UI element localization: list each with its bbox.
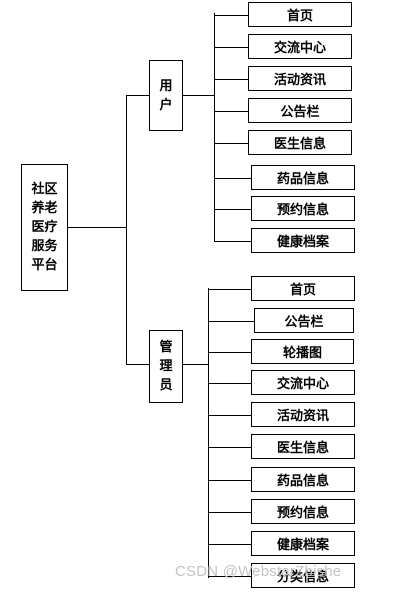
root-label-line: 服务 — [31, 239, 58, 254]
user-trunk — [214, 13, 215, 241]
user-item-box: 活动资讯 — [248, 66, 352, 91]
user-item-box: 医生信息 — [248, 130, 352, 155]
admin-item-box: 轮播图 — [251, 339, 354, 364]
admin-item-tick — [208, 352, 251, 353]
user-item-tick — [214, 178, 251, 179]
admin-label-line: 管 — [159, 340, 173, 355]
watermark: CSDN @WebstarZbishe — [175, 563, 342, 580]
admin-item-box: 公告栏 — [254, 308, 354, 333]
user-item-box: 预约信息 — [251, 196, 355, 221]
admin-label-line: 员 — [159, 378, 173, 393]
admin-item-tick — [208, 480, 251, 481]
root-trunk — [126, 95, 127, 365]
admin-item-box: 预约信息 — [251, 499, 355, 524]
root-label-line: 医疗 — [31, 220, 58, 235]
user-item-box: 首页 — [248, 2, 352, 27]
user-item-tick — [214, 241, 251, 242]
admin-item-tick — [208, 289, 251, 290]
admin-item-tick — [208, 544, 251, 545]
admin-branch — [126, 364, 150, 365]
admin-item-tick — [208, 512, 251, 513]
root-label-line: 社区 — [31, 182, 58, 197]
user-item-tick — [214, 111, 248, 112]
user-label-line: 用 — [159, 78, 173, 94]
user-item-box: 交流中心 — [248, 34, 352, 59]
user-item-tick — [214, 143, 248, 144]
admin-item-tick — [208, 415, 251, 416]
user-item-tick — [214, 15, 248, 16]
admin-item-box: 医生信息 — [251, 434, 355, 459]
root-connector — [67, 227, 127, 228]
admin-label-line: 理 — [159, 359, 173, 374]
root-label-line: 平台 — [31, 258, 58, 273]
admin-item-tick — [208, 447, 251, 448]
admin-item-box: 分类信息 — [251, 563, 355, 588]
user-item-box: 药品信息 — [251, 165, 355, 190]
user-item-box: 公告栏 — [248, 98, 352, 123]
admin-item-box: 首页 — [251, 276, 355, 301]
admin-connector — [182, 364, 209, 365]
user-node: 用 户 — [149, 60, 183, 131]
user-item-tick — [214, 79, 248, 80]
admin-item-box: 交流中心 — [251, 370, 355, 395]
admin-item-tick — [208, 576, 251, 577]
admin-item-box: 药品信息 — [251, 467, 355, 492]
user-label-line: 户 — [159, 97, 173, 113]
user-branch — [126, 95, 150, 96]
user-connector — [182, 95, 215, 96]
user-item-tick — [214, 47, 248, 48]
root-label-line: 养老 — [31, 201, 58, 216]
root-node: 社区 养老 医疗 服务 平台 — [21, 164, 68, 291]
admin-item-tick — [208, 321, 254, 322]
admin-node: 管 理 员 — [149, 330, 183, 403]
admin-item-box: 活动资讯 — [251, 402, 355, 427]
admin-trunk — [208, 288, 209, 578]
admin-item-box: 健康档案 — [251, 531, 355, 556]
user-item-tick — [214, 209, 251, 210]
user-item-box: 健康档案 — [251, 228, 355, 253]
admin-item-tick — [208, 383, 251, 384]
